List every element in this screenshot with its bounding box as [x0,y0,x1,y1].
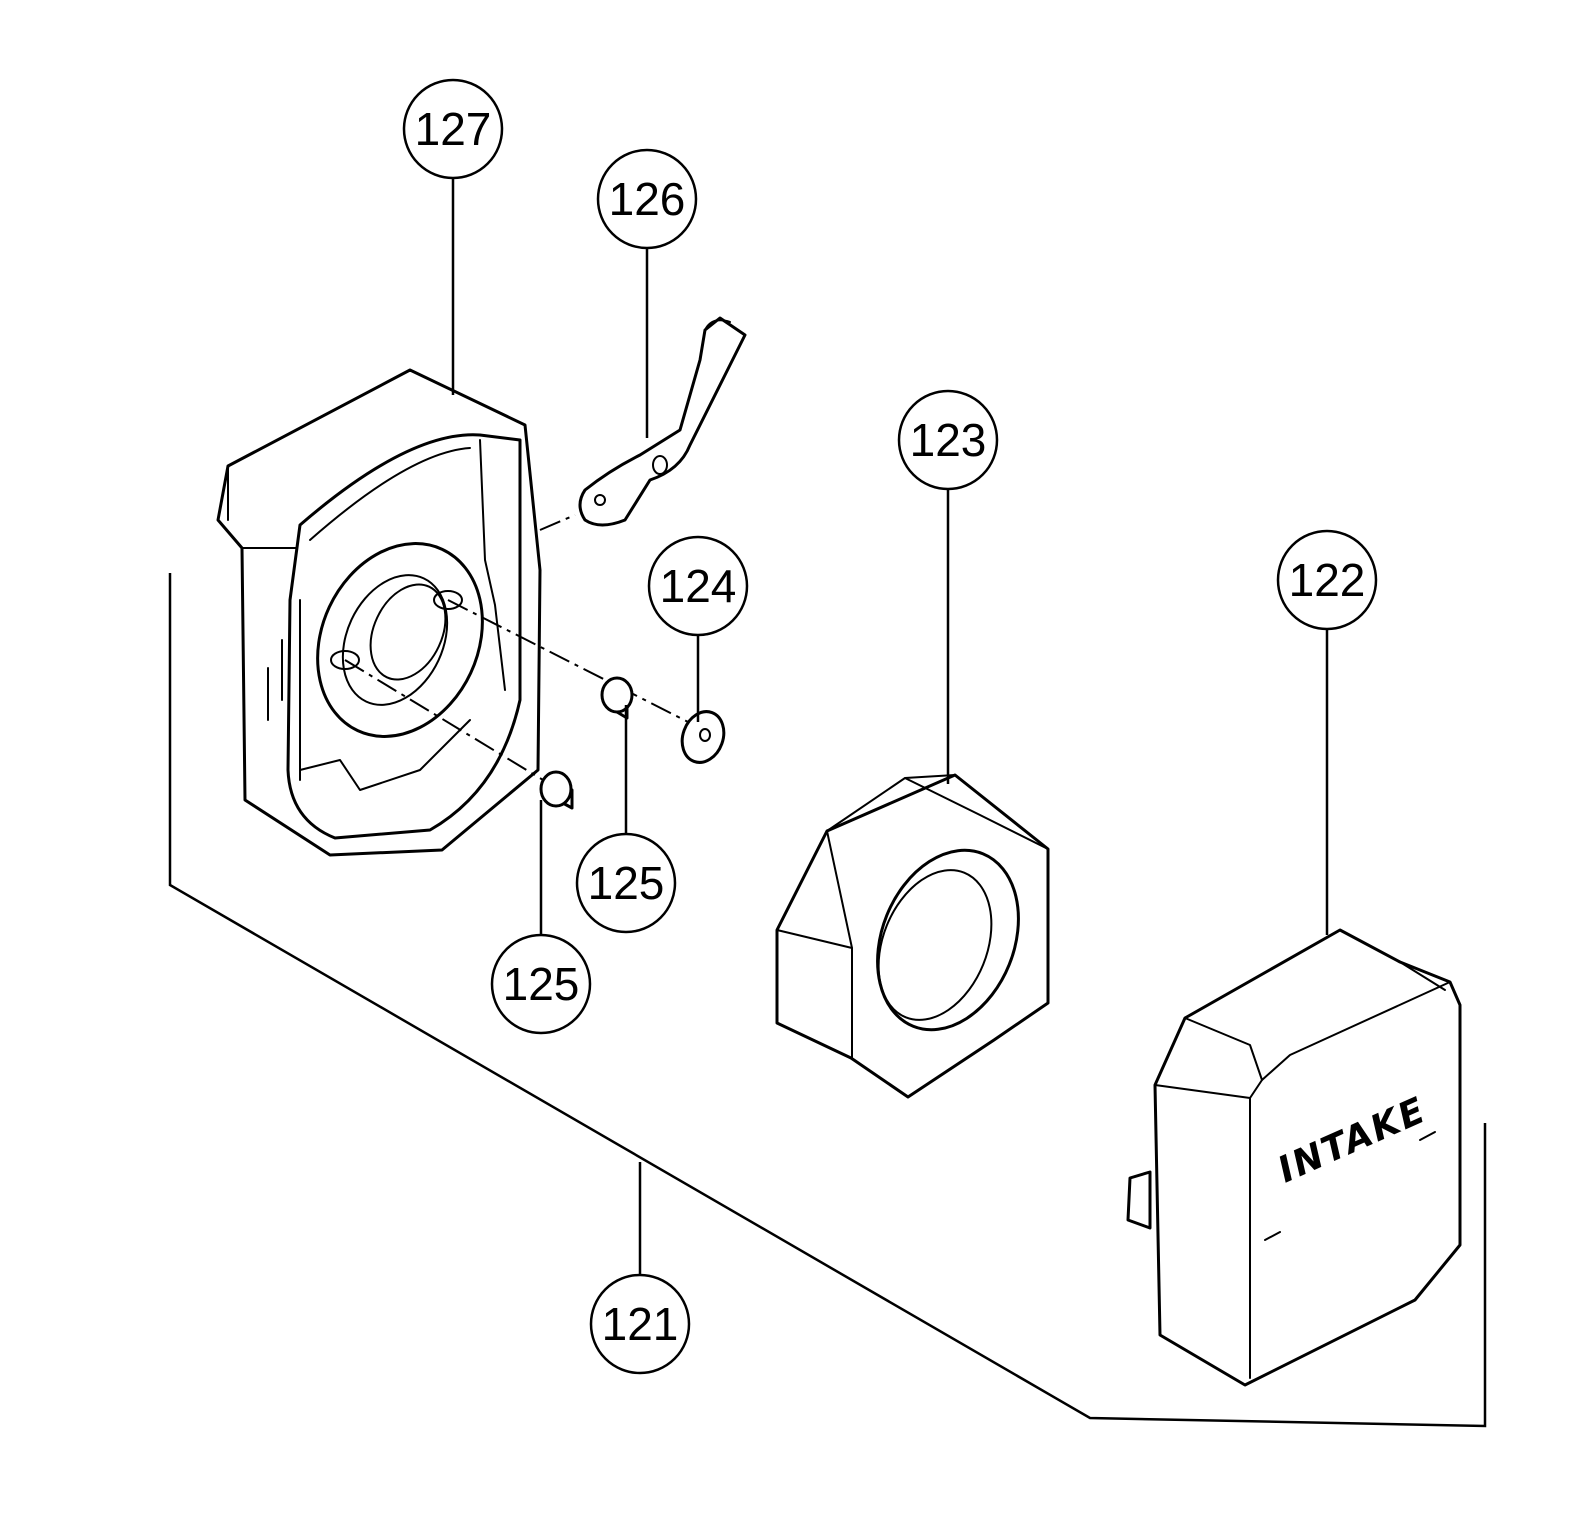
callout-122-label: 122 [1289,554,1366,606]
pin-part-upper [600,676,634,720]
callout-124: 124 [647,535,749,637]
lever-part [578,316,747,527]
carburetor-body-part [216,368,542,857]
callout-126: 126 [596,148,698,250]
callout-125-lower-label: 125 [503,958,580,1010]
callout-121-label: 121 [602,1298,679,1350]
spacer-part [775,773,1050,1099]
callout-125-upper-label: 125 [588,857,665,909]
intake-cover-part: INTAKE [1126,928,1462,1387]
washer-part [680,710,726,764]
callout-123-label: 123 [910,414,987,466]
assembly-bracket [168,573,1487,1428]
callout-124-label: 124 [660,560,737,612]
assembly-centerlines [344,514,701,784]
leader-lines [451,177,1329,935]
callout-125-upper: 125 [575,832,677,934]
callout-122: 122 [1276,529,1378,631]
callout-123: 123 [897,389,999,491]
callout-127-label: 127 [415,103,492,155]
callout-121: 121 [589,1273,691,1375]
callout-125-lower: 125 [490,933,592,1035]
pin-part-lower [539,770,574,810]
callout-126-label: 126 [609,173,686,225]
callout-127: 127 [402,78,504,180]
